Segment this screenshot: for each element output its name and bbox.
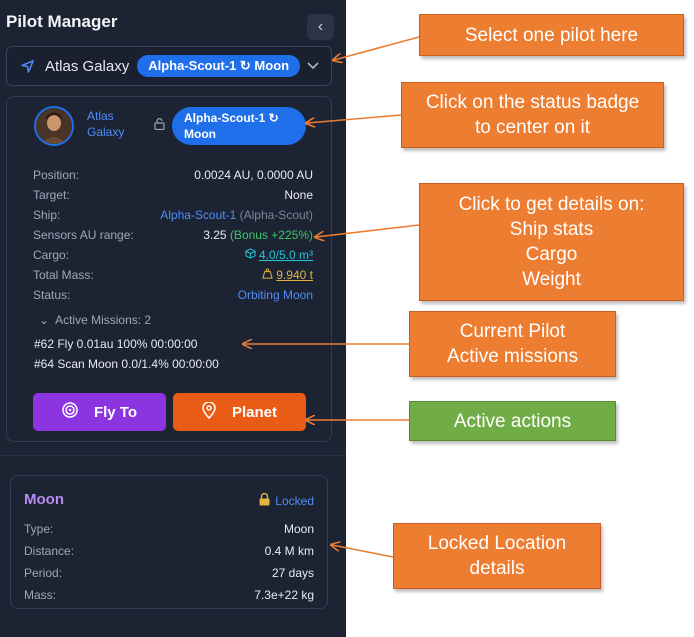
fly-to-button[interactable]: Fly To bbox=[33, 393, 166, 431]
chevron-down-icon: ⌄ bbox=[39, 313, 50, 327]
position-label: Position: bbox=[33, 168, 80, 182]
callout-text: Click on the status badge bbox=[425, 92, 640, 113]
missions-toggle[interactable]: ⌄ Active Missions: 2 bbox=[39, 313, 151, 327]
ship-name[interactable]: Alpha-Scout-1 bbox=[160, 208, 237, 222]
status-badge-line1: Alpha-Scout-1 ↻ bbox=[184, 111, 279, 125]
planet-label: Planet bbox=[231, 403, 277, 421]
cargo-row: Cargo: 4.0/5.0 m³ bbox=[33, 245, 313, 265]
mission-item: #62 Fly 0.01au 100% 00:00:00 bbox=[34, 337, 198, 351]
target-row: Target: None bbox=[33, 185, 313, 205]
pilot-status-badge[interactable]: Alpha-Scout-1 ↻ Moon bbox=[172, 107, 306, 145]
callout-text: Select one pilot here bbox=[464, 24, 639, 46]
status-row: Status: Orbiting Moon bbox=[33, 285, 313, 305]
period-label: Period: bbox=[24, 566, 63, 580]
type-value: Moon bbox=[283, 522, 314, 536]
cargo-link[interactable]: 4.0/5.0 m³ bbox=[245, 248, 313, 262]
locked-label: Locked bbox=[275, 494, 314, 508]
mission-item: #64 Scan Moon 0.0/1.4% 00:00:00 bbox=[34, 357, 219, 371]
mass-link[interactable]: 9.940 t bbox=[262, 268, 313, 282]
status-badge-line2: Moon bbox=[184, 127, 216, 141]
position-value: 0.0024 AU, 0.0000 AU bbox=[194, 168, 313, 182]
period-value: 27 days bbox=[271, 566, 314, 580]
position-row: Position: 0.0024 AU, 0.0000 AU bbox=[33, 165, 313, 185]
sensors-bonus: (Bonus +225%) bbox=[229, 228, 313, 242]
panel-title: Pilot Manager bbox=[6, 12, 118, 31]
callout-status-badge: Click on the status badge to center on i… bbox=[401, 82, 664, 148]
mass-value[interactable]: 9.940 t bbox=[276, 268, 313, 282]
collapse-button[interactable]: ‹ bbox=[307, 14, 334, 40]
distance-row: Distance: 0.4 M km bbox=[24, 540, 314, 562]
sensors-value: 3.25 bbox=[203, 228, 227, 242]
pilot-name[interactable]: Atlas Galaxy bbox=[87, 109, 125, 139]
ship-value[interactable]: Alpha-Scout-1 (Alpha-Scout) bbox=[160, 208, 313, 222]
status-label: Status: bbox=[33, 288, 71, 302]
mass-row: Total Mass: 9.940 t bbox=[33, 265, 313, 285]
selected-pilot-name: Atlas Galaxy bbox=[45, 57, 130, 75]
location-lock-toggle[interactable]: Locked bbox=[259, 492, 314, 509]
callout-text: Ship stats bbox=[509, 219, 594, 240]
callout-missions: Current Pilot Active missions bbox=[409, 311, 616, 377]
type-row: Type: Moon bbox=[24, 518, 314, 540]
callout-details: Click to get details on: Ship stats Carg… bbox=[419, 183, 684, 301]
callout-select-pilot: Select one pilot here bbox=[419, 14, 684, 56]
location-mass-label: Mass: bbox=[24, 588, 57, 602]
target-icon bbox=[62, 402, 78, 422]
location-mass-row: Mass: 7.3e+22 kg bbox=[24, 584, 314, 606]
callout-text: Active actions bbox=[453, 410, 572, 432]
navigation-arrow-icon bbox=[19, 58, 35, 74]
cargo-value[interactable]: 4.0/5.0 m³ bbox=[258, 248, 313, 262]
callout-text: details bbox=[469, 558, 525, 579]
sensors-row: Sensors AU range: 3.25 (Bonus +225%) bbox=[33, 225, 313, 245]
callout-text: Cargo bbox=[525, 244, 578, 265]
unlock-icon[interactable] bbox=[154, 117, 165, 135]
distance-label: Distance: bbox=[24, 544, 75, 558]
target-label: Target: bbox=[33, 188, 70, 202]
cargo-label: Cargo: bbox=[33, 248, 70, 262]
location-card: Moon Locked Type: Moon Distance: 0.4 M km … bbox=[10, 475, 328, 609]
missions-header: Active Missions: 2 bbox=[55, 313, 152, 327]
pilot-manager-panel: Pilot Manager ‹ Atlas Galaxy Alpha-Scout… bbox=[0, 0, 346, 637]
status-value[interactable]: Orbiting Moon bbox=[237, 288, 313, 302]
callout-text: Click to get details on: bbox=[458, 194, 645, 215]
fly-to-label: Fly To bbox=[93, 403, 138, 421]
callout-text: Active missions bbox=[447, 346, 578, 367]
weight-icon bbox=[262, 268, 273, 282]
chevron-down-icon bbox=[307, 59, 319, 73]
planet-button[interactable]: Planet bbox=[173, 393, 306, 431]
location-details: Type: Moon Distance: 0.4 M km Period: 27 da… bbox=[24, 518, 314, 606]
location-mass-value: 7.3e+22 kg bbox=[254, 588, 314, 602]
pilot-card: Atlas Galaxy Alpha-Scout-1 ↻ Moon Positi… bbox=[6, 96, 332, 442]
chevron-left-icon: ‹ bbox=[317, 18, 324, 35]
divider bbox=[0, 455, 346, 456]
callout-text: Current Pilot bbox=[459, 321, 566, 342]
sensors-label: Sensors AU range: bbox=[33, 228, 134, 242]
callout-text: Weight bbox=[522, 269, 581, 290]
type-label: Type: bbox=[24, 522, 54, 536]
ship-row: Ship: Alpha-Scout-1 (Alpha-Scout) bbox=[33, 205, 313, 225]
location-name: Moon bbox=[24, 491, 64, 508]
ship-label: Ship: bbox=[33, 208, 61, 222]
callout-location: Locked Location details bbox=[393, 523, 601, 589]
callout-text: to center on it bbox=[474, 117, 591, 138]
lock-icon bbox=[259, 492, 270, 509]
mass-label: Total Mass: bbox=[33, 268, 94, 282]
callout-text: Locked Location bbox=[427, 533, 567, 554]
ship-class: (Alpha-Scout) bbox=[239, 208, 313, 222]
pilot-selector[interactable]: Atlas Galaxy Alpha-Scout-1 ↻ Moon bbox=[6, 46, 332, 86]
distance-value: 0.4 M km bbox=[264, 544, 314, 558]
target-value: None bbox=[284, 188, 313, 202]
period-row: Period: 27 days bbox=[24, 562, 314, 584]
cube-icon bbox=[245, 248, 256, 262]
selector-status-badge: Alpha-Scout-1 ↻ Moon bbox=[137, 55, 301, 77]
pilot-details: Position: 0.0024 AU, 0.0000 AU Target: Non… bbox=[33, 165, 313, 305]
pilot-avatar bbox=[34, 106, 74, 146]
callout-actions: Active actions bbox=[409, 401, 616, 441]
map-pin-icon bbox=[202, 400, 216, 423]
